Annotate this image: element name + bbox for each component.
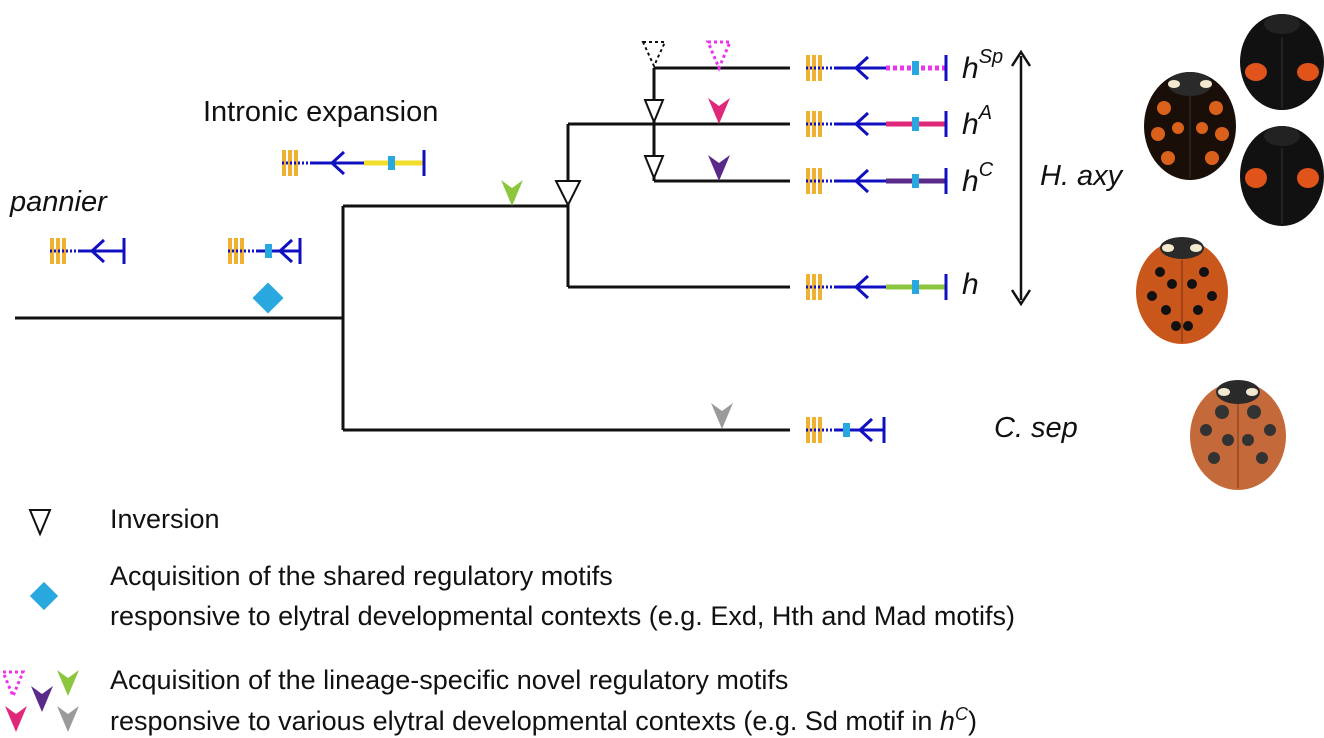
beetle-orange-spotted bbox=[1136, 237, 1228, 344]
motif-arrowhead-purple bbox=[708, 155, 730, 181]
gene-c-sep bbox=[806, 417, 886, 443]
gene-pannier bbox=[50, 238, 126, 264]
allele-label-hSp: hSp bbox=[962, 46, 1004, 85]
allele-label-hA: hA bbox=[962, 102, 993, 141]
legend-shared-line2: responsive to elytral developmental cont… bbox=[110, 601, 1015, 631]
inversion-marker bbox=[643, 99, 665, 125]
label-pannier: pannier bbox=[10, 186, 107, 218]
gene-h bbox=[806, 274, 948, 300]
inversion-marker bbox=[554, 180, 582, 208]
motif-arrowhead-magenta bbox=[705, 40, 733, 72]
label-c-sep: C. sep bbox=[994, 412, 1078, 444]
motif-arrowhead-gray bbox=[711, 403, 733, 429]
label-h-axy: H. axy bbox=[1040, 160, 1123, 192]
motif-arrowhead-pink bbox=[708, 98, 730, 124]
legend-lineage-line2: responsive to various elytral developmen… bbox=[110, 704, 977, 736]
motif-arrowhead-green bbox=[501, 180, 523, 206]
gene-shared-motif bbox=[228, 238, 302, 264]
beetle-black-two-spot-2 bbox=[1240, 126, 1324, 226]
beetle-c-sep bbox=[1190, 380, 1286, 490]
h-axy-range-arrow bbox=[1010, 49, 1032, 307]
gene-hSp bbox=[806, 55, 948, 81]
legend-inversion-icon bbox=[28, 509, 52, 537]
legend-lineage-line1: Acquisition of the lineage-specific nove… bbox=[110, 665, 789, 695]
gene-hA bbox=[806, 111, 948, 137]
legend-shared-line1: Acquisition of the shared regulatory mot… bbox=[110, 561, 613, 591]
legend-diamond-icon bbox=[29, 581, 59, 611]
gene-hC bbox=[806, 168, 948, 194]
inversion-marker bbox=[643, 155, 665, 181]
legend-inversion-text: Inversion bbox=[110, 504, 220, 534]
shared-motif-diamond bbox=[252, 282, 284, 314]
legend-lineage-arrowheads bbox=[0, 670, 79, 732]
allele-label-h: h bbox=[962, 268, 979, 301]
allele-label-hC: hC bbox=[962, 159, 994, 198]
gene-intronic-expansion bbox=[282, 150, 426, 176]
inversion-marker-dotted bbox=[641, 41, 667, 69]
label-intronic-expansion: Intronic expansion bbox=[203, 96, 439, 128]
beetle-black-multi-spot bbox=[1144, 72, 1236, 180]
beetle-black-two-spot-1 bbox=[1240, 14, 1324, 110]
